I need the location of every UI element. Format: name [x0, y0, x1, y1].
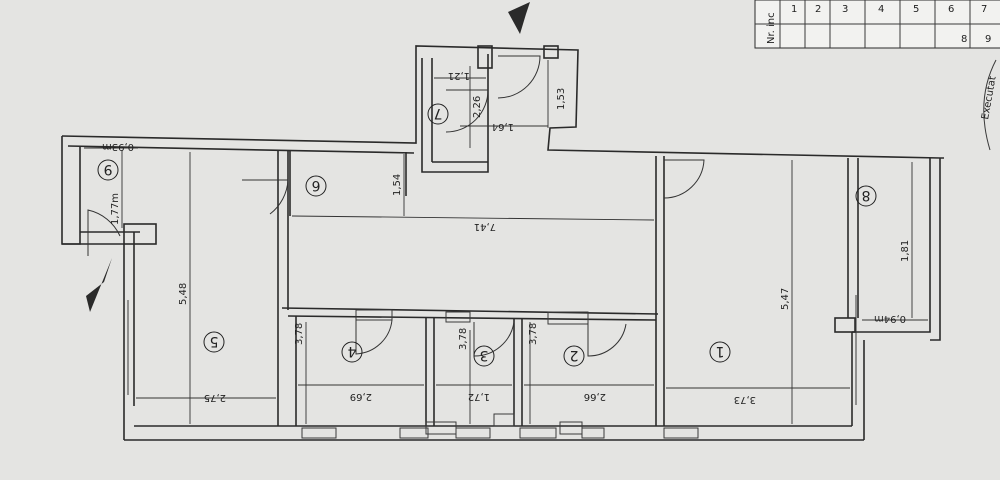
legend-number: 2 — [815, 4, 821, 15]
interior-walls — [277, 45, 859, 435]
room5-height-label: 5,48 — [178, 283, 189, 305]
stair-width-label: 1,64 — [492, 121, 514, 132]
hall-width-label: 7,41 — [474, 221, 496, 232]
room-6-marker: 6 — [305, 175, 327, 197]
room7-width-label: 1,21 — [448, 70, 470, 81]
hall-height-label: 1,54 — [392, 174, 403, 196]
room2-width-label: 2,66 — [584, 391, 606, 402]
room-8-marker: 8 — [855, 185, 877, 207]
room-5-marker: 5 — [203, 331, 225, 353]
room9-height-label: 1,77m — [110, 193, 121, 225]
room-1-number: 1 — [716, 343, 725, 359]
room8-height-label: 1,81 — [900, 240, 911, 262]
legend-number: 8 — [961, 34, 967, 45]
room1-width-label: 3,73 — [734, 394, 756, 405]
room4-width-label: 2,69 — [350, 391, 372, 402]
door-swings — [87, 55, 705, 357]
room-2-number: 2 — [570, 347, 579, 363]
room5-width-label: 2,75 — [204, 392, 226, 403]
legend-number: 4 — [878, 4, 884, 15]
room3-height-label: 3,78 — [458, 328, 469, 350]
room-2-marker: 2 — [563, 345, 585, 367]
side-stamp-text: Executat — [980, 75, 998, 120]
room-4-marker: 4 — [341, 341, 363, 363]
room-7-marker: 7 — [427, 103, 449, 125]
room-1-marker: 1 — [709, 341, 731, 363]
room-3-marker: 3 — [473, 345, 495, 367]
dimension-lines — [84, 60, 928, 424]
legend-table: Nr. inc 1 2 3 4 5 6 7 8 9 — [754, 0, 1000, 49]
room8-width-label: 0,94m — [874, 313, 906, 324]
room-8-number: 8 — [862, 187, 871, 203]
room7-height-label: 2,26 — [472, 96, 483, 118]
side-stamp: Executat — [980, 59, 999, 151]
room1-height-label: 5,47 — [780, 288, 791, 310]
room9-width-label: 0,93m — [102, 141, 134, 152]
legend-number: 1 — [791, 4, 797, 15]
room4-height-label: 3,78 — [294, 323, 305, 345]
room-9-number: 9 — [104, 161, 113, 177]
stair-height-label: 1,53 — [556, 88, 567, 110]
room3-width-label: 1,72 — [468, 391, 490, 402]
north-arrow-top-icon — [508, 2, 530, 34]
room-3-number: 3 — [480, 347, 489, 363]
room-7-number: 7 — [434, 105, 443, 121]
room-5-number: 5 — [210, 333, 219, 349]
room2-height-label: 3,78 — [528, 323, 539, 345]
legend-number: 7 — [981, 4, 987, 15]
room-markers: 1 2 3 4 5 6 7 8 — [97, 103, 877, 367]
north-arrow-left-icon — [86, 258, 112, 312]
legend-number: 3 — [842, 4, 848, 15]
dimension-labels: 5,48 2,75 3,78 2,69 3,78 1,72 3,78 2,66 … — [102, 70, 911, 405]
legend-number: 5 — [913, 4, 919, 15]
legend-number: 9 — [985, 34, 991, 45]
legend-number: 6 — [948, 4, 954, 15]
room-4-number: 4 — [347, 343, 356, 359]
room-6-number: 6 — [311, 177, 320, 193]
room-9-marker: 9 — [97, 159, 119, 181]
legend-header: Nr. inc — [766, 12, 777, 44]
outer-walls — [61, 45, 944, 441]
